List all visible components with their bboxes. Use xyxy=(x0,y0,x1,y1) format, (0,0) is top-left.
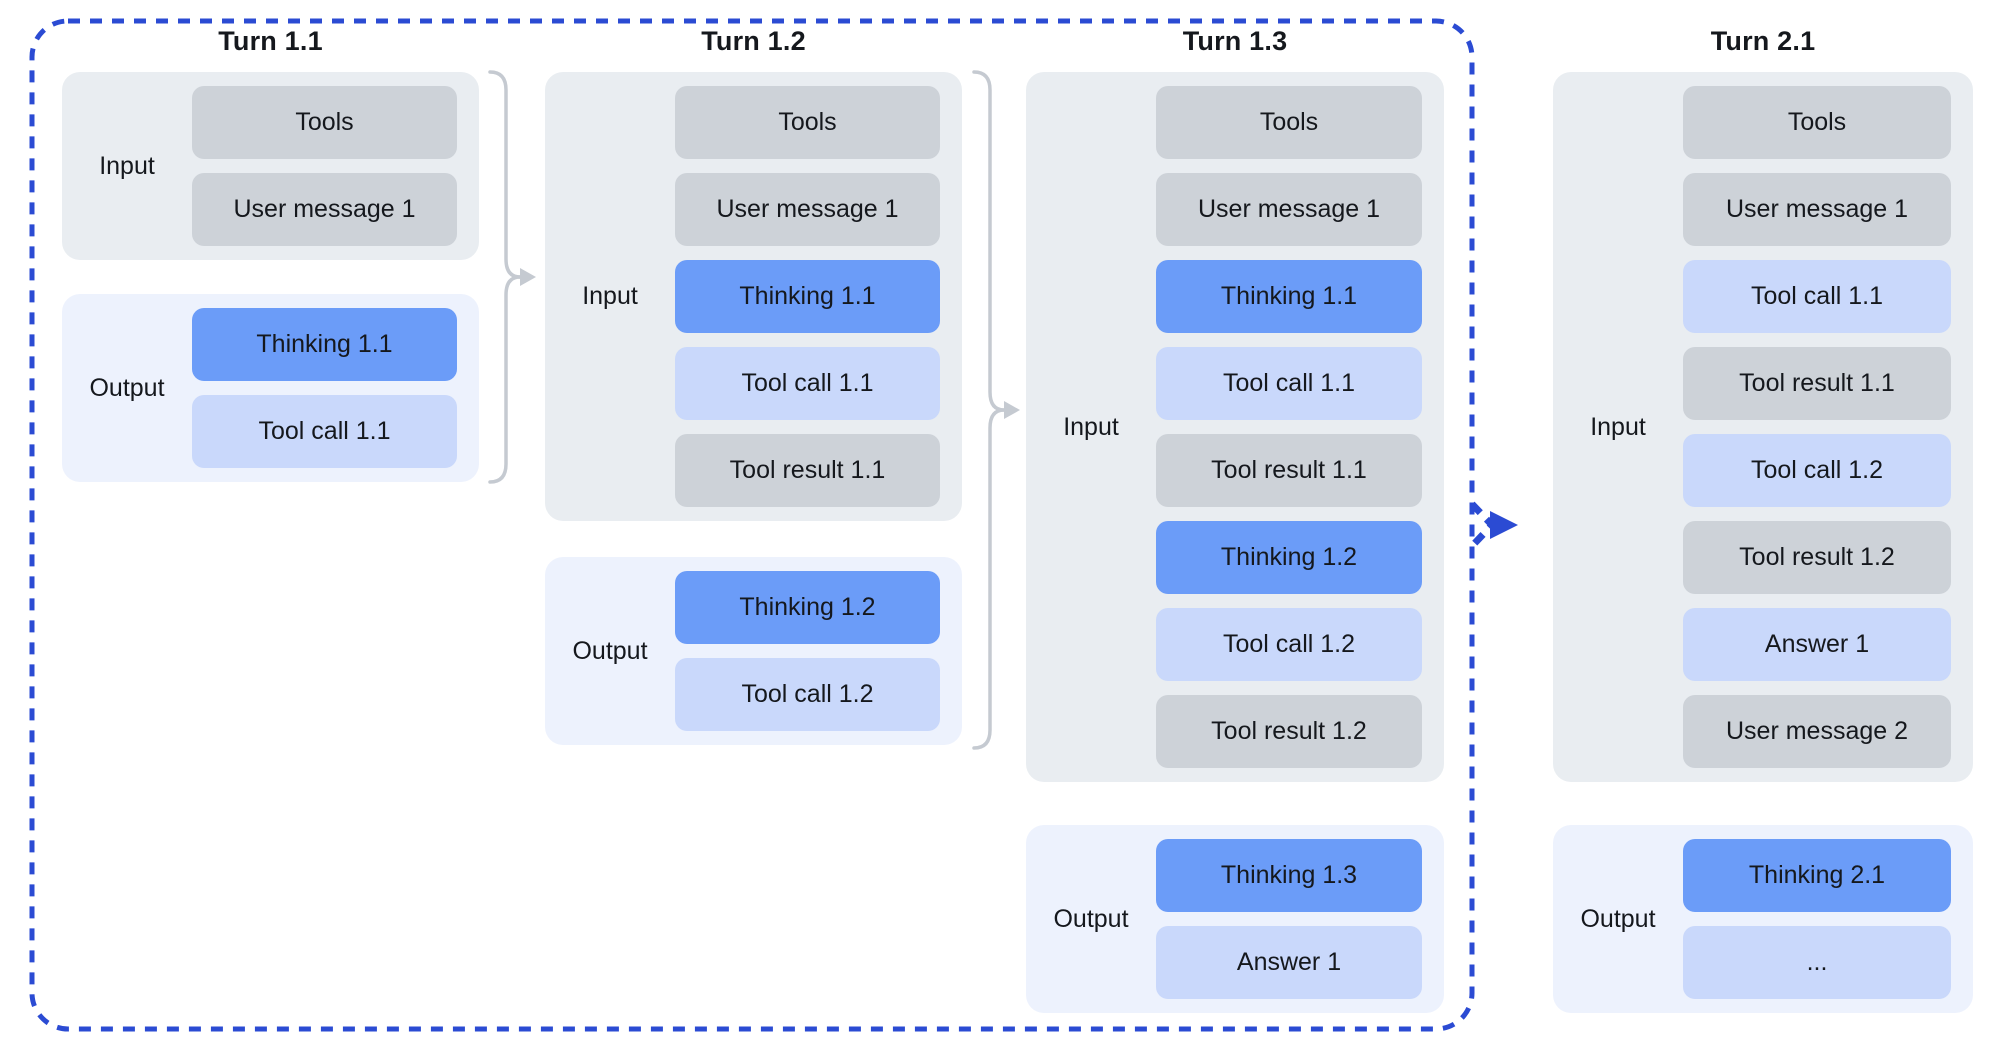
message-block-tool-result: Tool result 1.1 xyxy=(675,434,940,507)
message-block-user-message: User message 1 xyxy=(675,173,940,246)
input-blocks: Tools User message 1 xyxy=(192,72,479,260)
next-turn-arrow-icon xyxy=(1469,501,1518,549)
message-block-answer: Answer 1 xyxy=(1156,926,1422,999)
message-block-tool-result: Tool result 1.2 xyxy=(1683,521,1951,594)
turn-2-1-input-panel: Input Tools User message 1 Tool call 1.1… xyxy=(1553,72,1973,782)
turn-title: Turn 1.2 xyxy=(701,26,806,56)
message-block-thinking: Thinking 1.1 xyxy=(192,308,457,381)
message-block-tool-call: Tool call 1.1 xyxy=(192,395,457,468)
output-blocks: Thinking 2.1 ... xyxy=(1683,825,1973,1013)
message-block-tool-call: Tool call 1.1 xyxy=(1683,260,1951,333)
output-label: Output xyxy=(1580,904,1656,933)
turn-2-1: Turn 2.1 Input Tools User message 1 Tool… xyxy=(1553,0,1973,1050)
message-block-thinking: Thinking 1.1 xyxy=(675,260,940,333)
message-block-tools: Tools xyxy=(675,86,940,159)
turn-1-1: Turn 1.1 Input Tools User message 1 Outp… xyxy=(62,0,479,1050)
message-block-user-message: User message 1 xyxy=(1156,173,1422,246)
message-block-user-message: User message 1 xyxy=(192,173,457,246)
message-block-tool-call: Tool call 1.2 xyxy=(1683,434,1951,507)
message-block-thinking: Thinking 1.1 xyxy=(1156,260,1422,333)
turn-2-1-output-panel: Output Thinking 2.1 ... xyxy=(1553,825,1973,1013)
input-label: Input xyxy=(99,151,155,180)
message-block-tools: Tools xyxy=(192,86,457,159)
turn-1-3-input-panel: Input Tools User message 1 Thinking 1.1 … xyxy=(1026,72,1444,782)
turn-1-1-input-panel: Input Tools User message 1 xyxy=(62,72,479,260)
turn-1-2: Turn 1.2 Input Tools User message 1 Thin… xyxy=(545,0,962,1050)
message-block-thinking: Thinking 1.2 xyxy=(1156,521,1422,594)
output-label: Output xyxy=(572,636,648,665)
message-block-tools: Tools xyxy=(1683,86,1951,159)
output-label: Output xyxy=(1053,904,1129,933)
carry-forward-brace-icon xyxy=(972,70,1020,750)
message-block-thinking: Thinking 1.2 xyxy=(675,571,940,644)
message-block-ellipsis: ... xyxy=(1683,926,1951,999)
turn-1-3: Turn 1.3 Input Tools User message 1 Thin… xyxy=(1026,0,1444,1050)
turn-title: Turn 2.1 xyxy=(1710,26,1816,56)
turn-title: Turn 1.3 xyxy=(1182,26,1288,56)
message-block-tools: Tools xyxy=(1156,86,1422,159)
message-block-tool-result: Tool result 1.1 xyxy=(1683,347,1951,420)
input-label: Input xyxy=(1063,412,1119,441)
message-block-tool-result: Tool result 1.1 xyxy=(1156,434,1422,507)
output-blocks: Thinking 1.2 Tool call 1.2 xyxy=(675,557,962,745)
turn-1-3-output-panel: Output Thinking 1.3 Answer 1 xyxy=(1026,825,1444,1013)
message-block-tool-call: Tool call 1.1 xyxy=(675,347,940,420)
message-block-tool-call: Tool call 1.1 xyxy=(1156,347,1422,420)
message-block-answer: Answer 1 xyxy=(1683,608,1951,681)
turn-1-1-output-panel: Output Thinking 1.1 Tool call 1.1 xyxy=(62,294,479,482)
input-label: Input xyxy=(1590,412,1646,441)
output-blocks: Thinking 1.3 Answer 1 xyxy=(1156,825,1444,1013)
message-block-tool-call: Tool call 1.2 xyxy=(675,658,940,731)
carry-forward-brace-icon xyxy=(488,70,536,484)
input-blocks: Tools User message 1 Thinking 1.1 Tool c… xyxy=(1156,72,1444,782)
output-label: Output xyxy=(89,373,165,402)
input-label: Input xyxy=(582,282,638,310)
turn-1-2-input-panel: Input Tools User message 1 Thinking 1.1 … xyxy=(545,72,962,521)
turn-title: Turn 1.1 xyxy=(218,26,323,56)
message-block-user-message: User message 2 xyxy=(1683,695,1951,768)
output-blocks: Thinking 1.1 Tool call 1.1 xyxy=(192,294,479,482)
input-blocks: Tools User message 1 Tool call 1.1 Tool … xyxy=(1683,72,1973,782)
input-blocks: Tools User message 1 Thinking 1.1 Tool c… xyxy=(675,72,962,521)
message-block-thinking: Thinking 1.3 xyxy=(1156,839,1422,912)
message-block-tool-result: Tool result 1.2 xyxy=(1156,695,1422,768)
message-block-user-message: User message 1 xyxy=(1683,173,1951,246)
turn-1-2-output-panel: Output Thinking 1.2 Tool call 1.2 xyxy=(545,557,962,745)
message-block-tool-call: Tool call 1.2 xyxy=(1156,608,1422,681)
message-block-thinking: Thinking 2.1 xyxy=(1683,839,1951,912)
